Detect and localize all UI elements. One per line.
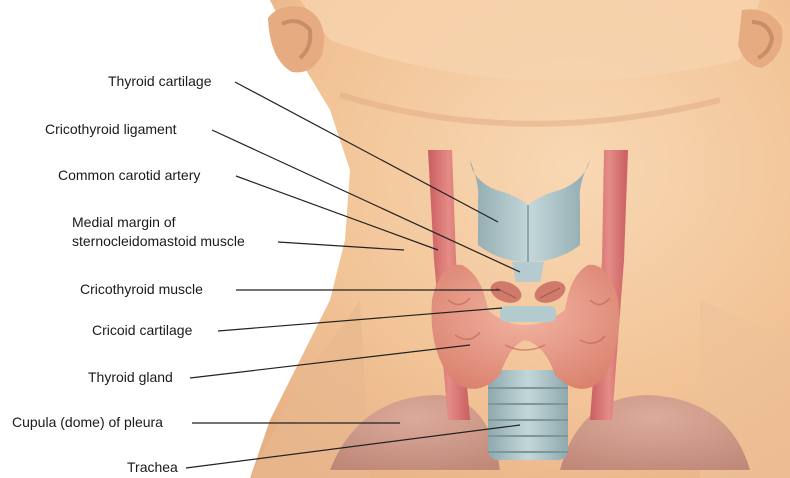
label-medial-margin-line1: Medial margin of: [72, 214, 176, 231]
label-trachea: Trachea: [127, 459, 178, 476]
cricoid-cartilage: [500, 306, 556, 322]
left-ear: [268, 6, 324, 72]
trachea: [488, 370, 568, 460]
label-cupula-of-pleura: Cupula (dome) of pleura: [12, 414, 163, 431]
label-cricothyroid-muscle: Cricothyroid muscle: [80, 281, 203, 298]
label-thyroid-cartilage: Thyroid cartilage: [108, 73, 212, 90]
label-common-carotid-artery: Common carotid artery: [58, 167, 200, 184]
label-cricothyroid-ligament: Cricothyroid ligament: [45, 121, 177, 138]
label-cricoid-cartilage: Cricoid cartilage: [92, 322, 192, 339]
label-medial-margin-line2: sternocleidomastoid muscle: [72, 233, 245, 250]
label-thyroid-gland: Thyroid gland: [88, 369, 173, 386]
